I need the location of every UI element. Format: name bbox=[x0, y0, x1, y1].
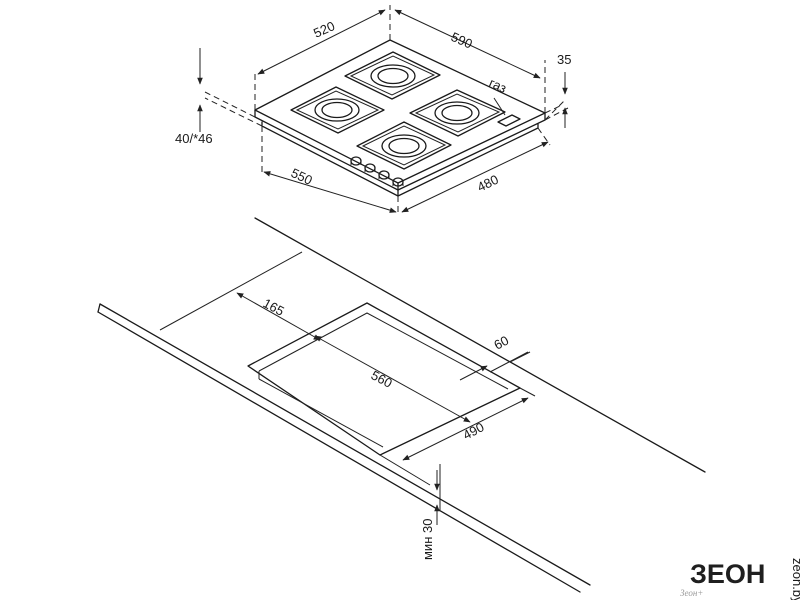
dim-label-35: 35 bbox=[557, 52, 571, 67]
dim-label-560: 560 bbox=[369, 367, 395, 390]
dim-label-min-30: мин 30 bbox=[420, 519, 435, 560]
countertop-front-edge bbox=[99, 303, 591, 586]
countertop-front-edge-lower bbox=[97, 311, 581, 593]
brand-vertical-text: zeon.by bbox=[790, 558, 800, 600]
dim-label-590: 590 bbox=[449, 29, 475, 52]
countertop-drawing: 165 60 560 490 мин 30 bbox=[97, 217, 706, 593]
burner-rear bbox=[344, 51, 441, 100]
dim-label-165: 165 bbox=[261, 295, 287, 318]
dim-label-550: 550 bbox=[289, 165, 315, 188]
hob-drawing: 520 590 35 газ 40/*46 550 480 bbox=[175, 5, 571, 215]
dim-label-60: 60 bbox=[491, 333, 511, 353]
burner-left bbox=[290, 86, 385, 134]
dim-label-40-46: 40/*46 bbox=[175, 131, 213, 146]
gas-label: газ bbox=[487, 75, 509, 96]
dim-label-490: 490 bbox=[460, 419, 486, 442]
hob-top-plate bbox=[254, 39, 546, 184]
burner-right bbox=[409, 89, 506, 137]
countertop-back-edge bbox=[254, 217, 706, 473]
gas-connector bbox=[493, 97, 521, 127]
dim-label-520: 520 bbox=[311, 18, 337, 41]
knob-3 bbox=[378, 170, 390, 180]
burner-front bbox=[356, 121, 452, 170]
brand-watermark: ЗЕОН zeon.by Зеон+ bbox=[680, 558, 800, 600]
brand-logo-text: ЗЕОН bbox=[690, 559, 765, 589]
brand-caption: Зеон+ bbox=[680, 588, 703, 598]
